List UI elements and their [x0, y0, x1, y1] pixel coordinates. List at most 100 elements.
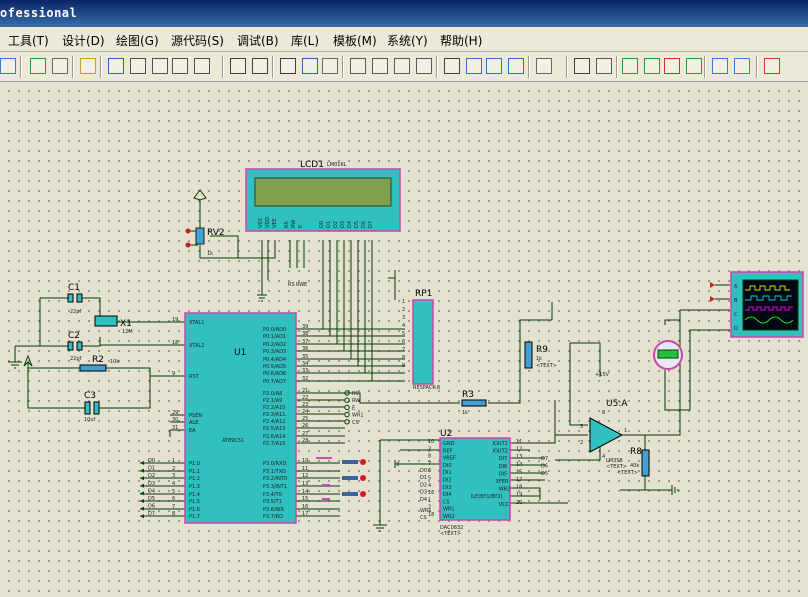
rv2[interactable]: RV2 1k	[185, 189, 225, 257]
menu-system[interactable]: 系统(Y)	[387, 34, 428, 48]
wire-autoroute-icon[interactable]	[536, 58, 552, 74]
paste-icon[interactable]	[322, 58, 338, 74]
cut-icon[interactable]	[280, 58, 296, 74]
menu-library[interactable]: 库(L)	[291, 34, 320, 48]
bom-icon[interactable]	[712, 58, 728, 74]
c2-value: 22pf	[70, 356, 82, 362]
u1-pin-number: 22	[302, 395, 308, 401]
block-delete-icon[interactable]	[416, 58, 432, 74]
c3[interactable]	[84, 401, 91, 415]
u1-pin-label: P2.2/A10	[263, 405, 285, 411]
erc-icon[interactable]	[734, 58, 750, 74]
oscilloscope-channel-label: A	[734, 284, 738, 290]
lcd-net-label: E	[304, 282, 307, 288]
remove-sheet-icon[interactable]	[664, 58, 680, 74]
dac-u2[interactable]: U2 DAC0832 <TEXT> GND10REF3VREF8DI07DI16…	[420, 429, 548, 537]
switches[interactable]	[316, 457, 366, 500]
copy-icon[interactable]	[302, 58, 318, 74]
ares-icon[interactable]	[764, 58, 780, 74]
menu-debug[interactable]: 调试(B)	[237, 34, 279, 48]
c1[interactable]	[67, 293, 74, 303]
u1-pin-number: 26	[302, 423, 308, 429]
menu-template[interactable]: 模板(M)	[333, 34, 377, 48]
u2-pin-number: 17	[516, 477, 522, 483]
u1-pin-number: 25	[302, 416, 308, 422]
grid-icon[interactable]	[52, 58, 68, 74]
zoom-all-icon[interactable]	[172, 58, 188, 74]
zoom-out-icon[interactable]	[152, 58, 168, 74]
menu-source[interactable]: 源代码(S)	[171, 34, 224, 48]
new-sheet-icon[interactable]	[644, 58, 660, 74]
p1-bus-label: D7	[148, 511, 155, 517]
menu-tools[interactable]: 工具(T)	[8, 34, 49, 48]
u2-pin-number: 2	[428, 505, 431, 511]
u1-pin-number: 31	[172, 425, 178, 431]
property-tool-icon[interactable]	[596, 58, 612, 74]
u2-pin-number: 16	[428, 490, 434, 496]
rp1-pin-number: 6	[402, 339, 405, 345]
design-explorer-icon[interactable]	[622, 58, 638, 74]
u2-pin-label: VREF	[443, 456, 456, 462]
menu-help[interactable]: 帮助(H)	[440, 34, 483, 48]
dac-net-label: D2	[420, 482, 427, 488]
origin-icon[interactable]	[80, 58, 96, 74]
block-rotate-icon[interactable]	[394, 58, 410, 74]
u1-pin-number: 35	[302, 354, 308, 360]
r2[interactable]	[79, 364, 107, 372]
u2-pin-label: DI3	[443, 485, 452, 491]
c2[interactable]	[67, 341, 74, 351]
refresh-icon[interactable]	[30, 58, 46, 74]
toolbar-separator	[342, 56, 344, 78]
r9[interactable]: R9 1k <TEXT>	[524, 341, 557, 369]
pan-icon[interactable]	[108, 58, 124, 74]
mcu-u1[interactable]: U1 AT89C51 XTAL119XTAL218RST9PSEN29ALE30…	[172, 312, 308, 524]
open-icon[interactable]	[0, 58, 16, 74]
r3[interactable]: R3 1k	[461, 390, 487, 416]
x1[interactable]	[94, 315, 118, 327]
p1-bus-label: D1	[148, 466, 155, 472]
c3-ref: C3	[84, 391, 96, 401]
undo-icon[interactable]	[230, 58, 246, 74]
packaging-icon[interactable]	[486, 58, 502, 74]
ground-icon	[394, 460, 399, 468]
u1-pin-label: P1.7	[189, 514, 200, 520]
u1-pin-label: P3.0/RXD	[263, 461, 287, 467]
decompose-icon[interactable]	[508, 58, 524, 74]
zoom-area-icon[interactable]	[194, 58, 210, 74]
ground-icon	[257, 294, 267, 302]
block-copy-icon[interactable]	[350, 58, 366, 74]
net-terminal	[344, 397, 350, 403]
voltmeter[interactable]	[653, 340, 683, 370]
p1-bus-label: D2	[148, 473, 155, 479]
opamp-u5a[interactable]: U5:A LM358 <TEXT> 3 2 1 8 4 +15V	[580, 372, 628, 470]
u1-pin-number: 38	[302, 331, 308, 337]
dac-net-label: D0	[420, 468, 427, 474]
r2-value: 10k	[110, 359, 119, 365]
u2-pin-number: 15	[516, 469, 522, 475]
make-device-icon[interactable]	[466, 58, 482, 74]
block-move-icon[interactable]	[372, 58, 388, 74]
toolbar-separator	[72, 56, 74, 78]
u2-left-pins: GND10REF3VREF8DI07DI16DI25DI34DI416CS1WR…	[428, 439, 456, 520]
u1-pin-number: 29	[172, 410, 178, 416]
redo-icon[interactable]	[252, 58, 268, 74]
search-icon[interactable]	[574, 58, 590, 74]
menu-design[interactable]: 设计(D)	[62, 34, 105, 48]
menu-graph[interactable]: 绘图(G)	[116, 34, 159, 48]
clock-reset-network[interactable]: C1 22pf C2 22pf X1 12M R2 10k C3 10uf	[8, 283, 133, 423]
c1-ref: C1	[68, 283, 80, 293]
p2-net-label: E	[352, 405, 355, 411]
u2-pin-label: DI7	[499, 456, 508, 462]
u2-pin-number: 12	[516, 447, 522, 453]
zoom-in-icon[interactable]	[130, 58, 146, 74]
r8[interactable]: R8 40k <TEXT>	[617, 447, 650, 477]
pick-device-icon[interactable]	[444, 58, 460, 74]
exit-to-parent-icon[interactable]	[686, 58, 702, 74]
